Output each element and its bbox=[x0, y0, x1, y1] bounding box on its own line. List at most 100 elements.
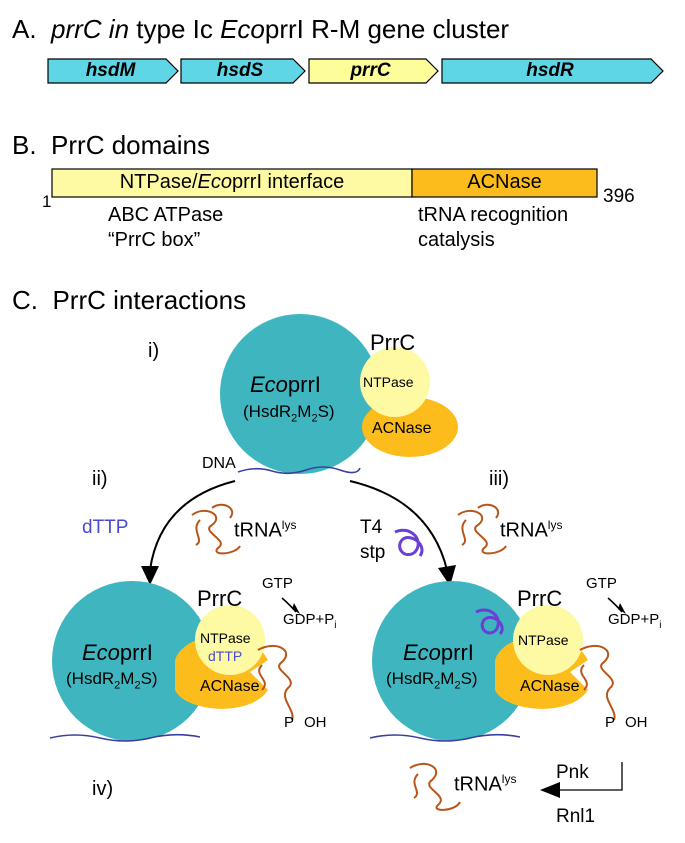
arrow-path-iii bbox=[349, 480, 448, 571]
ntpase-domain-label: NTPase/EcoprrI interface bbox=[52, 171, 412, 194]
step-i-label: i) bbox=[148, 340, 160, 362]
eco-rest-ii: prrI bbox=[119, 640, 153, 665]
ntpase-note: ABC ATPase “PrrC box” bbox=[108, 203, 223, 253]
acnase-label-ii: ACNase bbox=[200, 678, 260, 695]
prrc-label-ii: PrrC bbox=[197, 586, 243, 611]
gene-cluster bbox=[47, 58, 664, 84]
gtp-label-ii: GTP bbox=[262, 575, 293, 592]
domain-end: 396 bbox=[603, 186, 635, 207]
dna-strand-i bbox=[237, 466, 361, 475]
dna-strand-iii bbox=[369, 733, 521, 742]
panel-b-title: PrrC domains bbox=[51, 130, 210, 160]
panel-b-letter: B. bbox=[12, 130, 37, 160]
sub-r: 2 bbox=[434, 679, 441, 692]
gdp-label-iii: GDP+Pi bbox=[608, 611, 662, 631]
domain1-part3: prrI interface bbox=[232, 171, 345, 193]
stp-icon bbox=[394, 528, 424, 557]
trna-label-iv: tRNAlys bbox=[454, 772, 516, 797]
gtp-arrowhead-iii bbox=[618, 603, 626, 614]
acnase-note: tRNA recognition catalysis bbox=[418, 203, 568, 253]
sub-r: 2 bbox=[114, 679, 121, 692]
ecoprri-circle-i bbox=[220, 314, 380, 474]
dna-strand-ii bbox=[49, 733, 201, 742]
domain-start: 1 bbox=[42, 192, 52, 211]
step-iv-label: iv) bbox=[92, 778, 114, 800]
hsd-r: (HsdR bbox=[66, 669, 115, 688]
acnase-note-line2: catalysis bbox=[418, 229, 495, 251]
hsd-m: M bbox=[297, 402, 312, 421]
gene-label-hsdm: hsdM bbox=[85, 60, 136, 81]
gene-arrow-hsdr bbox=[441, 58, 664, 84]
hsd-label-ii: (HsdR2M2S) bbox=[66, 669, 158, 691]
gtp-arrowhead-ii bbox=[292, 603, 300, 614]
hsd-m: M bbox=[120, 669, 135, 688]
panel-a-title-gene: prrC in bbox=[51, 14, 130, 44]
ntpase-note-line2: “PrrC box” bbox=[108, 229, 201, 251]
trna-icon bbox=[257, 644, 294, 721]
stp-icon bbox=[475, 608, 504, 635]
eco-rest-i: prrI bbox=[287, 372, 321, 397]
hsd-r: (HsdR bbox=[243, 402, 292, 421]
trna-lys: lys bbox=[547, 518, 563, 532]
ecoprri-circle-iii bbox=[372, 581, 532, 741]
rnl1-label: Rnl1 bbox=[556, 806, 596, 827]
trna-icon bbox=[457, 503, 507, 555]
domain1-part1: NTPase/ bbox=[119, 171, 198, 193]
ntpase-label-i: NTPase bbox=[363, 374, 414, 390]
trna-label-ii: tRNAlys bbox=[234, 518, 296, 543]
trna-icon bbox=[579, 644, 616, 721]
dttp-label: dTTP bbox=[82, 517, 129, 538]
ecoprri-circle-ii bbox=[52, 581, 212, 741]
hsd-r: (HsdR bbox=[386, 669, 435, 688]
hsd-m: M bbox=[440, 669, 455, 688]
trna-text: tRNA bbox=[454, 773, 502, 796]
acnase-label-i: ACNase bbox=[372, 420, 432, 437]
arrowhead-ii bbox=[141, 566, 159, 585]
panel-a-title-eco: Eco bbox=[220, 14, 265, 44]
panel-a-title-type: type Ic bbox=[129, 14, 221, 44]
sub-m: 2 bbox=[134, 679, 141, 692]
sub-r: 2 bbox=[291, 412, 298, 425]
gdp-text: GDP+P bbox=[608, 611, 660, 628]
gene-arrow-hsdm bbox=[47, 58, 179, 84]
domain-bar bbox=[51, 168, 598, 198]
gtp-label-iii: GTP bbox=[586, 575, 617, 592]
p-label-ii: P bbox=[284, 714, 295, 731]
pi-sub: i bbox=[659, 620, 662, 631]
trna-icon bbox=[191, 503, 241, 555]
stp-label: stp bbox=[360, 542, 386, 563]
hsd-s: S) bbox=[140, 669, 158, 688]
oh-label-ii: OH bbox=[304, 714, 327, 731]
acnase-label-iii: ACNase bbox=[520, 678, 580, 695]
panel-a-heading: A. prrC in type Ic EcoprrI R-M gene clus… bbox=[12, 14, 509, 44]
sub-m: 2 bbox=[454, 679, 461, 692]
ecoprri-label-iii: EcoprrI bbox=[403, 640, 474, 666]
gdp-label-ii: GDP+Pi bbox=[283, 611, 337, 631]
gene-label-prrc: prrC bbox=[350, 60, 391, 81]
trna-text: tRNA bbox=[500, 519, 548, 542]
trna-icon bbox=[409, 762, 461, 811]
panel-a-letter: A. bbox=[12, 14, 37, 44]
hsd-s: S) bbox=[317, 402, 335, 421]
eco-rest-iii: prrI bbox=[440, 640, 474, 665]
gene-arrow-hsds bbox=[180, 58, 306, 84]
complex-iii bbox=[369, 581, 626, 742]
gene-label-hsdr: hsdR bbox=[526, 60, 574, 81]
ecoprri-label-i: EcoprrI bbox=[250, 372, 321, 398]
domain1-part2: Eco bbox=[197, 171, 232, 193]
hsd-s: S) bbox=[460, 669, 478, 688]
ntpase-circle-i bbox=[360, 347, 430, 417]
ntpase-domain bbox=[51, 168, 413, 198]
gene-arrow-prrc bbox=[308, 58, 439, 84]
prrc-label-i: PrrC bbox=[370, 330, 416, 355]
complex-i bbox=[220, 314, 458, 475]
p-label-iii: P bbox=[605, 714, 616, 731]
eco-italic-i: Eco bbox=[250, 372, 288, 397]
ntpase-label-ii: NTPase bbox=[200, 630, 251, 646]
gene-label-hsds: hsdS bbox=[216, 60, 264, 81]
acnase-note-line1: tRNA recognition bbox=[418, 204, 569, 226]
t4-label: T4 bbox=[360, 517, 383, 538]
panel-c-heading: C. PrrC interactions bbox=[12, 285, 246, 315]
ntpase-note-line1: ABC ATPase bbox=[108, 204, 224, 226]
